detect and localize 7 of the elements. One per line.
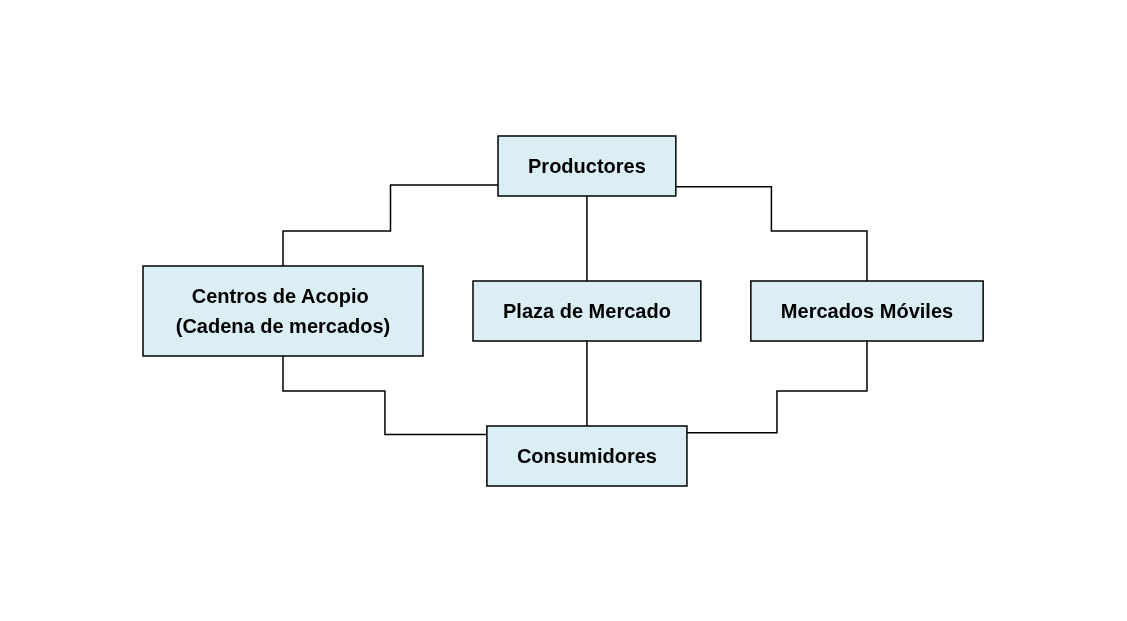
- node-box: Consumidores: [486, 424, 689, 487]
- node-box: Centros de Acopio (Cadena de mercados): [142, 264, 425, 357]
- connector: [586, 339, 589, 427]
- node-box: Plaza de Mercado: [472, 279, 702, 342]
- connector: [586, 194, 589, 282]
- node-box: Productores: [497, 134, 677, 197]
- node-box: Mercados Móviles: [750, 279, 985, 342]
